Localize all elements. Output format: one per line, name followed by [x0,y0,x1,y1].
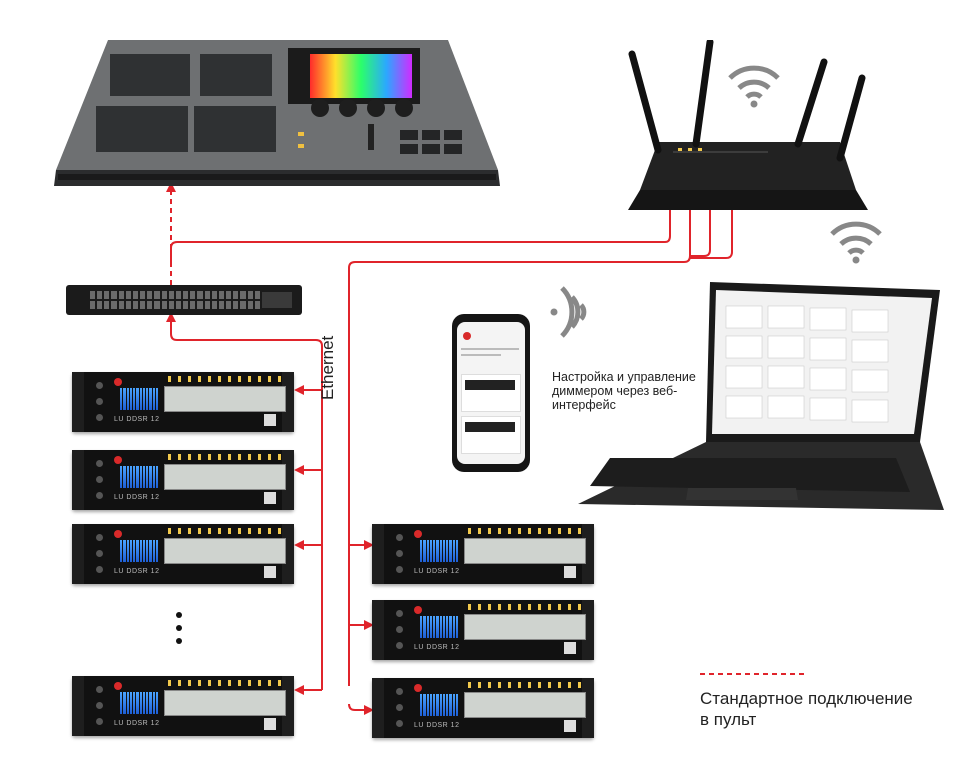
switch-sfp-ports [262,292,292,308]
web-interface-label: Настройка и управление диммером через ве… [552,370,696,412]
lighting-console [54,40,500,186]
link-switch-router [170,200,671,262]
link-router-2 [690,200,711,257]
dimmer-unit: LU DDSR 12 [72,676,294,736]
dimmer-unit: LU DDSR 12 [72,524,294,584]
ethernet-label: Ethernet [318,335,337,400]
smartphone [452,314,530,472]
link-switch-dimmers-left [170,316,323,690]
wifi-icon [550,286,587,338]
wifi-icon [830,221,882,264]
arrow-console [166,182,176,192]
network-switch [66,285,302,315]
phone-screen [457,322,525,464]
dimmer-unit: LU DDSR 12 [72,372,294,432]
dimmer-model: LU DDSR 12 [414,568,460,575]
dimmer-model: LU DDSR 12 [414,722,460,729]
dimmer-model: LU DDSR 12 [114,494,160,501]
dimmer-unit: LU DDSR 12 [72,450,294,510]
dimmer-unit: LU DDSR 12 [372,524,594,584]
dimmer-unit: LU DDSR 12 [372,678,594,738]
link-router-3 [690,200,733,259]
wifi-router [628,40,868,210]
legend-label: Стандартное подключение в пульт [700,689,913,729]
ellipsis-dots [176,612,182,651]
link-router-dimmers [348,200,691,686]
dimmer-unit: LU DDSR 12 [372,600,594,660]
dimmer-model: LU DDSR 12 [114,568,160,575]
dimmer-model: LU DDSR 12 [114,720,160,727]
dimmer-model: LU DDSR 12 [414,644,460,651]
wifi-icon [728,65,780,108]
switch-ports [90,291,260,309]
dimmer-model: LU DDSR 12 [114,416,160,423]
laptop [578,282,944,510]
